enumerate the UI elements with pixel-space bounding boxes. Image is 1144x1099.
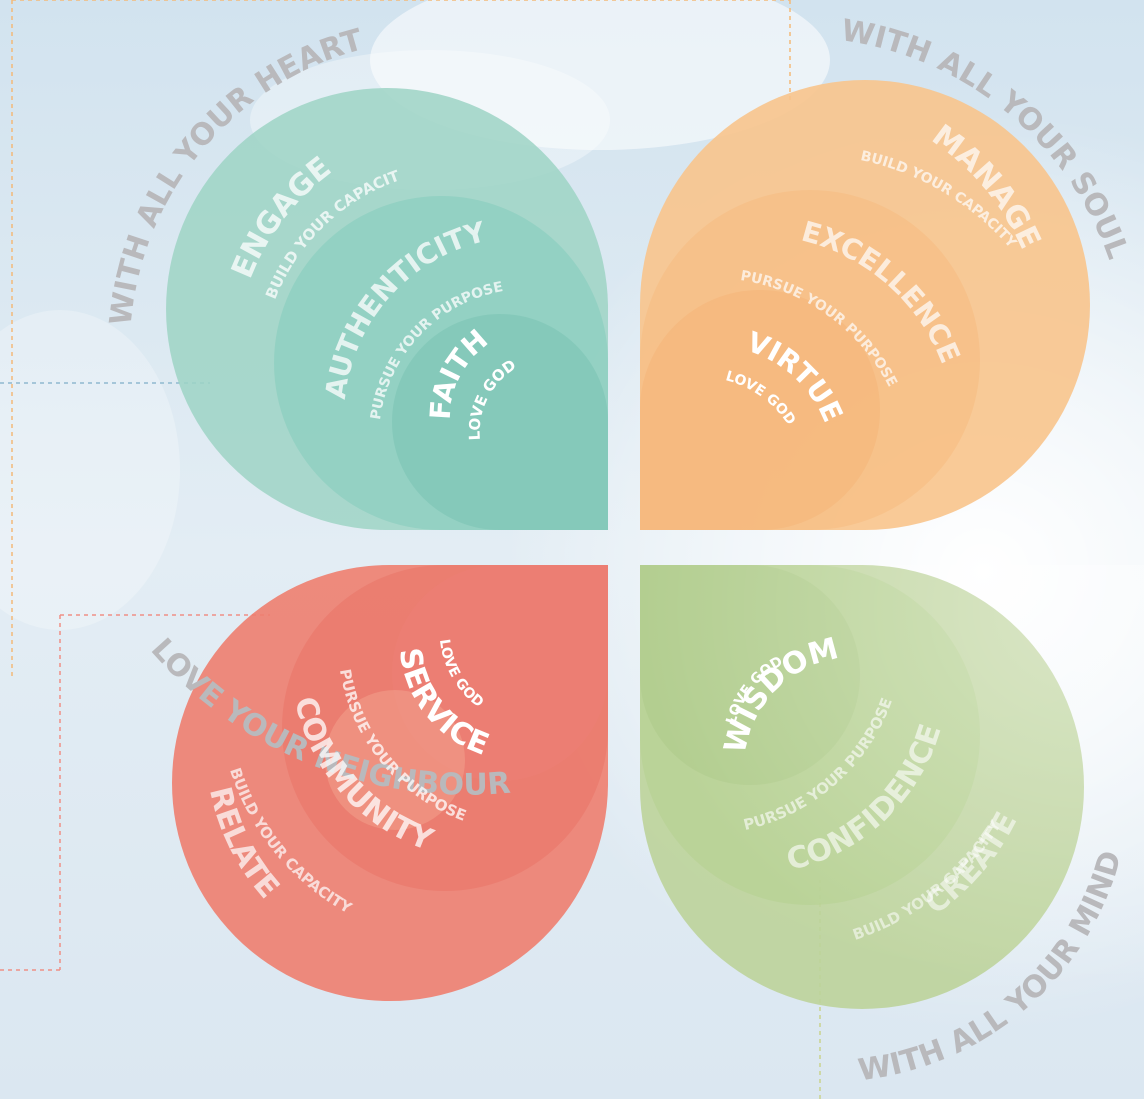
guide-lines [0, 0, 821, 1099]
neighbour-quadrant [172, 565, 608, 1001]
lens-flare [325, 690, 465, 830]
heart-quadrant [166, 88, 608, 530]
heart-petal-core [392, 314, 608, 530]
soul-quadrant [640, 80, 1090, 530]
neighbour-petal-core [392, 565, 608, 781]
soul-petal-core [640, 290, 880, 530]
mind-quadrant [640, 565, 1144, 1009]
